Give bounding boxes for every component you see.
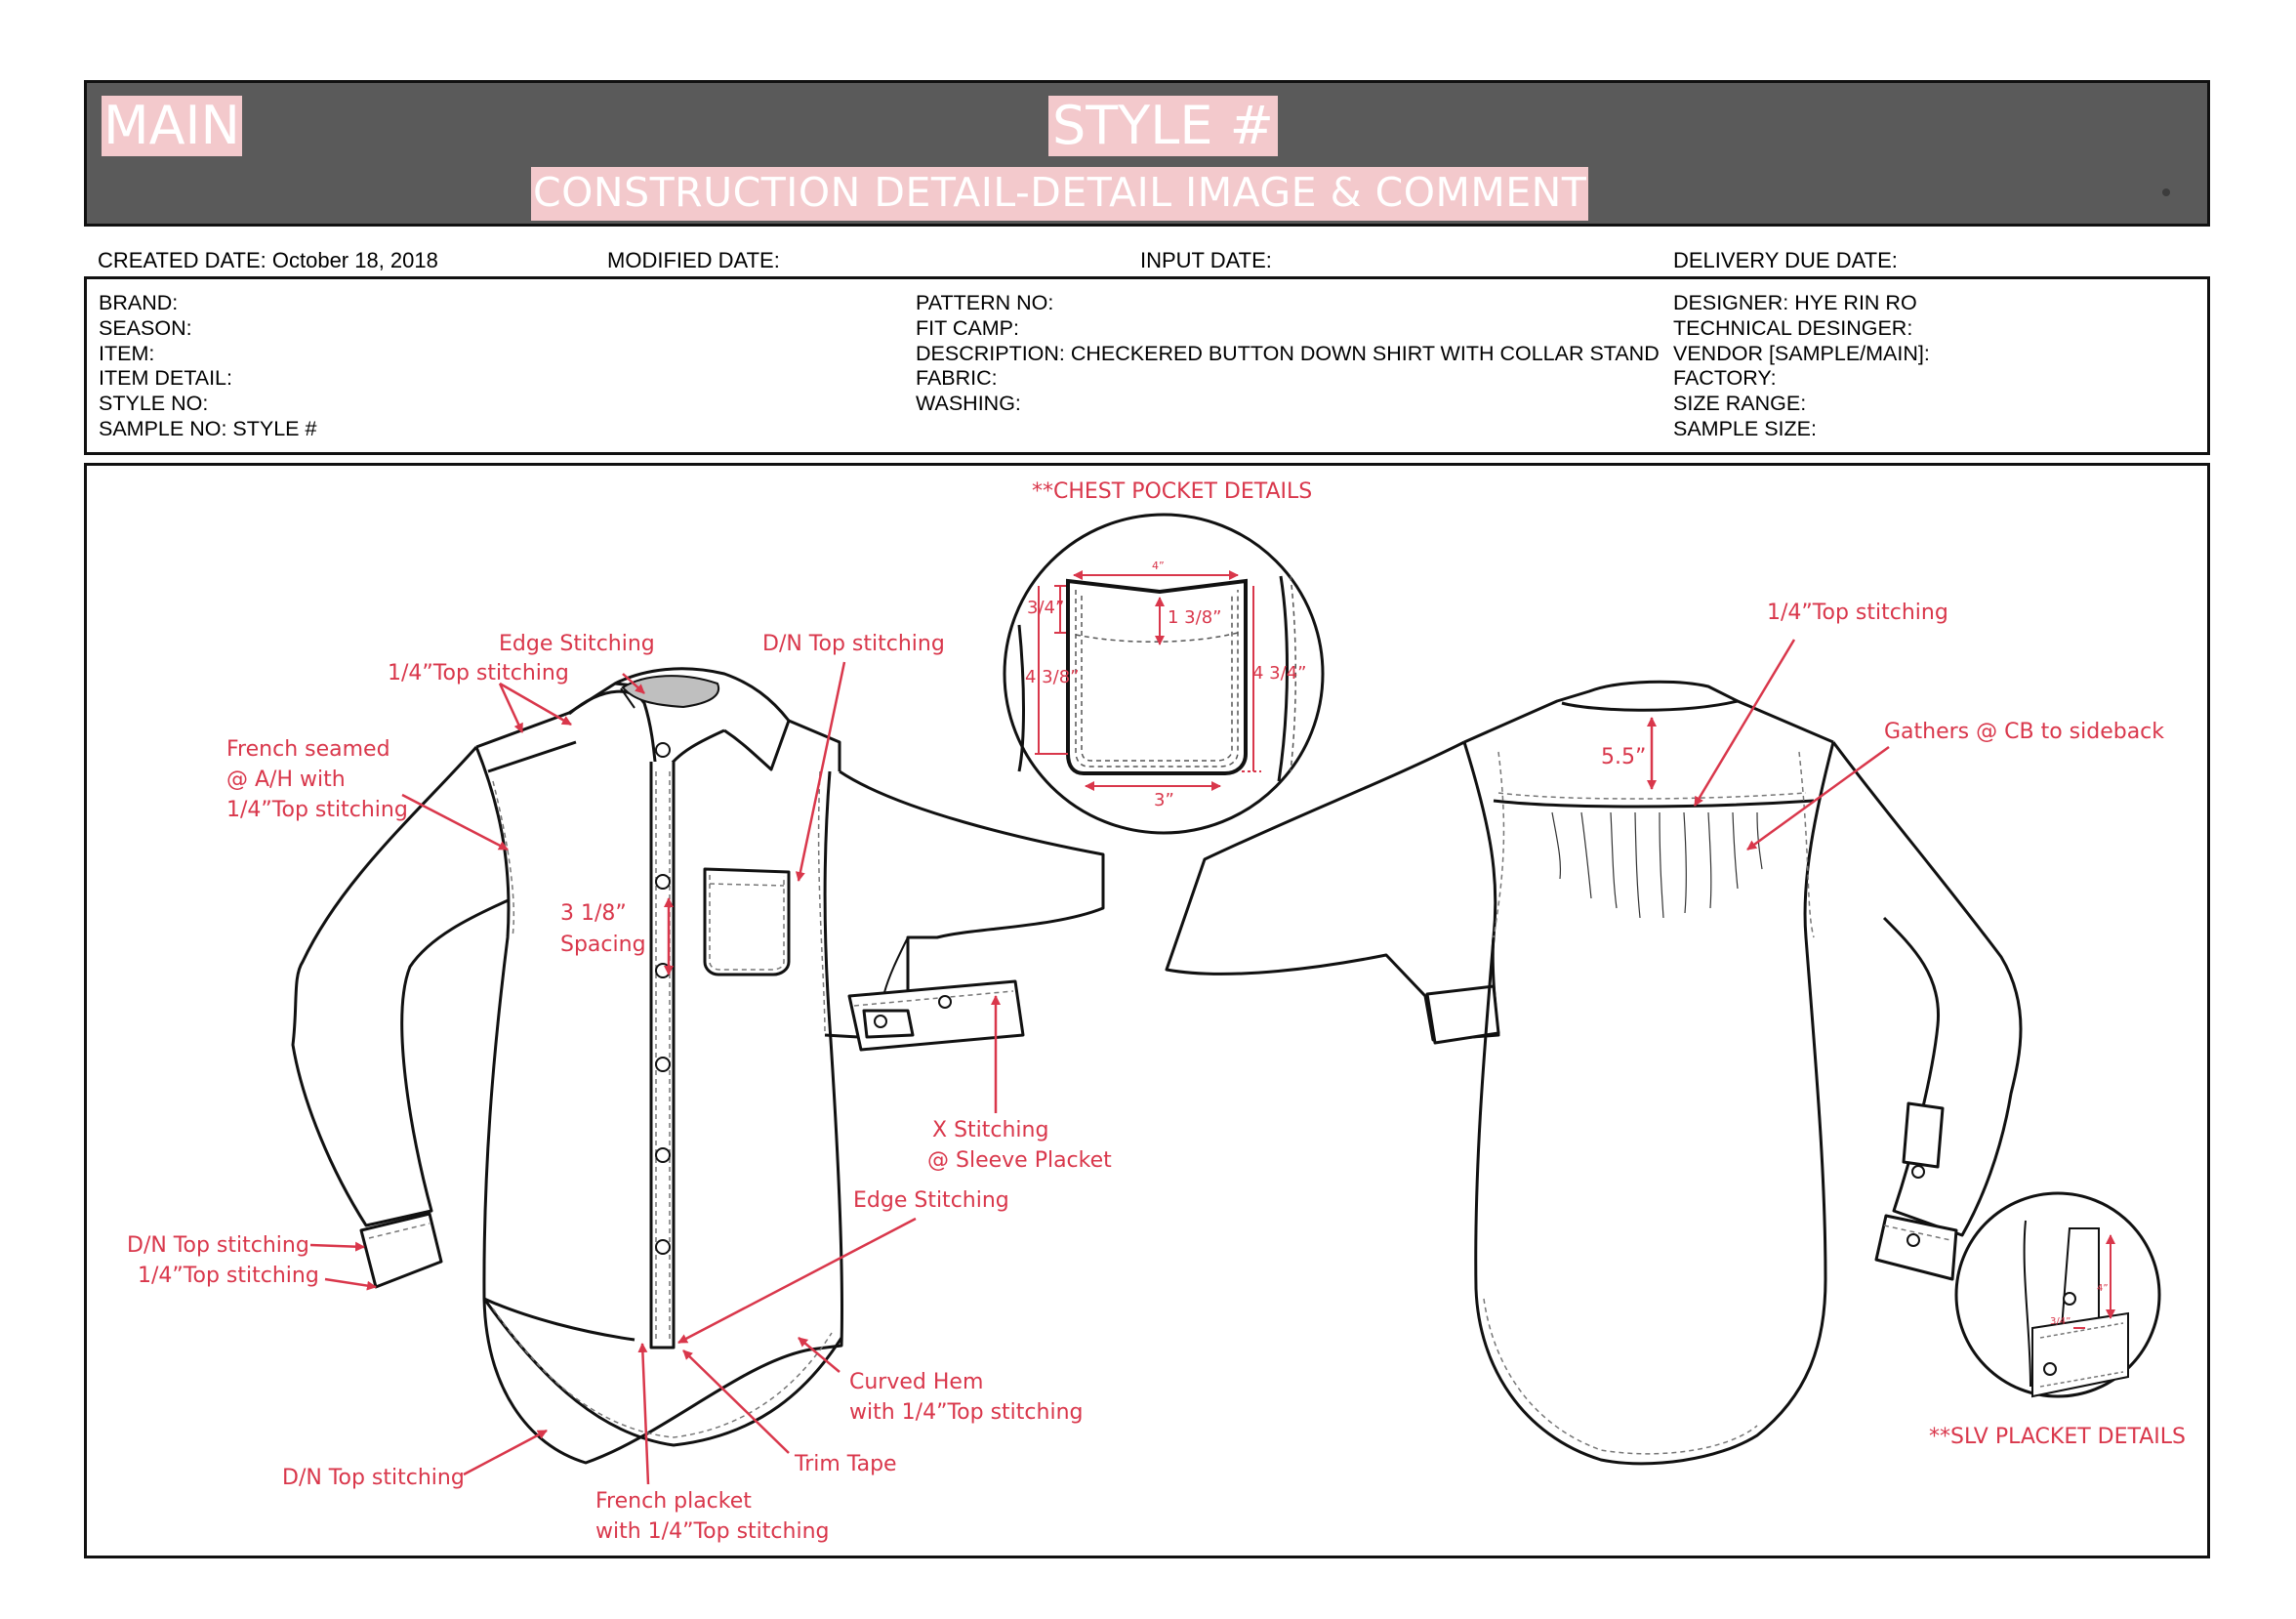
- french-placket-label-1: French placket: [595, 1489, 752, 1514]
- header-bar: MAIN STYLE # CONSTRUCTION DETAIL-DETAIL …: [84, 80, 2210, 227]
- page-title: CONSTRUCTION DETAIL-DETAIL IMAGE & COMME…: [531, 167, 1589, 221]
- edge-stitching-collar-label: Edge Stitching: [499, 632, 655, 656]
- pocket-flap-depth: 3/4”: [1027, 598, 1064, 618]
- delivery-due-date: DELIVERY DUE DATE:: [1673, 248, 1898, 272]
- x-stitching-label-1: X Stitching: [932, 1118, 1048, 1142]
- item-detail-field: ITEM DETAIL:: [99, 366, 232, 391]
- curved-hem-label-2: with 1/4”Top stitching: [849, 1400, 1083, 1425]
- size-range-field: SIZE RANGE:: [1673, 392, 1807, 416]
- placket-length: 4”: [2097, 1283, 2109, 1294]
- button-spacing-label-2: Spacing: [560, 933, 646, 957]
- back-gathers: [1551, 811, 1763, 919]
- washing-field: WASHING:: [916, 392, 1021, 416]
- technical-drawing-panel: [84, 463, 2210, 1558]
- button-spacing-label-1: 3 1/8”: [560, 901, 627, 926]
- fabric-field: FABRIC:: [916, 366, 998, 391]
- callout-arrows: [309, 639, 1890, 1485]
- description-field: DESCRIPTION: CHECKERED BUTTON DOWN SHIRT…: [916, 341, 1660, 365]
- callout-labels: **CHEST POCKET DETAILS Edge Stitching 1/…: [127, 479, 2186, 1544]
- modified-date: MODIFIED DATE:: [607, 248, 780, 272]
- created-date: CREATED DATE: October 18, 2018: [98, 248, 438, 272]
- french-placket-label-2: with 1/4”Top stitching: [595, 1519, 829, 1544]
- main-label: MAIN: [102, 95, 242, 156]
- french-seam-label-3: 1/4”Top stitching: [226, 798, 408, 822]
- trim-tape-label: Trim Tape: [794, 1452, 897, 1476]
- collar-top-stitching-label: 1/4”Top stitching: [388, 661, 569, 685]
- item-field: ITEM:: [99, 341, 155, 365]
- style-number-label: STYLE #: [1048, 96, 1278, 156]
- chest-pocket-detail: [1003, 513, 1325, 835]
- front-shirt-flat: [291, 667, 1105, 1465]
- sample-no-field: SAMPLE NO: STYLE #: [99, 416, 317, 440]
- gathers-label: Gathers @ CB to sideback: [1884, 720, 2164, 744]
- back-buttons: [1906, 1165, 1925, 1247]
- info-column-right: DESIGNER: HYE RIN RO TECHNICAL DESINGER:…: [1673, 291, 1930, 442]
- fit-camp-field: FIT CAMP:: [916, 315, 1019, 340]
- season-field: SEASON:: [99, 315, 192, 340]
- french-seam-label-1: French seamed: [226, 737, 390, 762]
- style-no-field: STYLE NO:: [99, 392, 209, 416]
- info-column-middle: PATTERN NO: FIT CAMP: DESCRIPTION: CHECK…: [916, 291, 1660, 417]
- technical-designer-field: TECHNICAL DESINGER:: [1673, 315, 1913, 340]
- back-top-stitching-label: 1/4”Top stitching: [1767, 601, 1948, 625]
- factory-field: FACTORY:: [1673, 366, 1777, 391]
- back-stitching-lines: [1483, 751, 1951, 1455]
- x-stitching-label-2: @ Sleeve Placket: [927, 1148, 1112, 1173]
- input-date: INPUT DATE:: [1140, 248, 1272, 272]
- pocket-width-top: 4”: [1152, 560, 1165, 572]
- slv-placket-title: **SLV PLACKET DETAILS: [1929, 1425, 2186, 1449]
- edge-stitching-hem-label: Edge Stitching: [853, 1188, 1009, 1213]
- sample-size-field: SAMPLE SIZE:: [1673, 416, 1817, 440]
- yoke-depth-label: 5.5”: [1601, 745, 1646, 769]
- french-seam-label-2: @ A/H with: [226, 768, 346, 792]
- brand-field: BRAND:: [99, 291, 179, 314]
- pocket-left-height: 4 3/8”: [1025, 667, 1079, 687]
- sleeve-placket-detail: [1954, 1191, 2161, 1398]
- designer-field: DESIGNER: HYE RIN RO: [1673, 291, 1917, 314]
- neck-lining: [621, 675, 720, 709]
- spec-info-box: BRAND: SEASON: ITEM: ITEM DETAIL: STYLE …: [84, 276, 2210, 455]
- pocket-width-bottom: 3”: [1154, 790, 1174, 810]
- pocket-point-depth: 1 3/8”: [1168, 607, 1221, 628]
- pattern-no-field: PATTERN NO:: [916, 291, 1054, 314]
- vendor-field: VENDOR [SAMPLE/MAIN]:: [1673, 341, 1930, 365]
- cuff-top-stitching-label: 1/4”Top stitching: [138, 1264, 319, 1288]
- pocket-dn-top-stitching-label: D/N Top stitching: [762, 632, 945, 656]
- header-dot: [2162, 188, 2170, 196]
- info-column-left: BRAND: SEASON: ITEM: ITEM DETAIL: STYLE …: [99, 291, 316, 442]
- placket-dimension-labels: 4” 3/4”: [2050, 1283, 2109, 1327]
- back-shirt-flat: [1165, 680, 2023, 1466]
- placket-width: 3/4”: [2050, 1316, 2070, 1327]
- pocket-dimension-labels: 4” 3/4” 1 3/8” 4 3/8” 4 3/4” 3”: [1025, 560, 1306, 810]
- curved-hem-label-1: Curved Hem: [849, 1370, 983, 1394]
- cuff-dn-top-stitching-label: D/N Top stitching: [127, 1233, 309, 1258]
- pocket-right-height: 4 3/4”: [1252, 663, 1306, 684]
- hem-dn-top-stitching-label: D/N Top stitching: [282, 1466, 465, 1490]
- chest-pocket-title: **CHEST POCKET DETAILS: [1032, 479, 1312, 504]
